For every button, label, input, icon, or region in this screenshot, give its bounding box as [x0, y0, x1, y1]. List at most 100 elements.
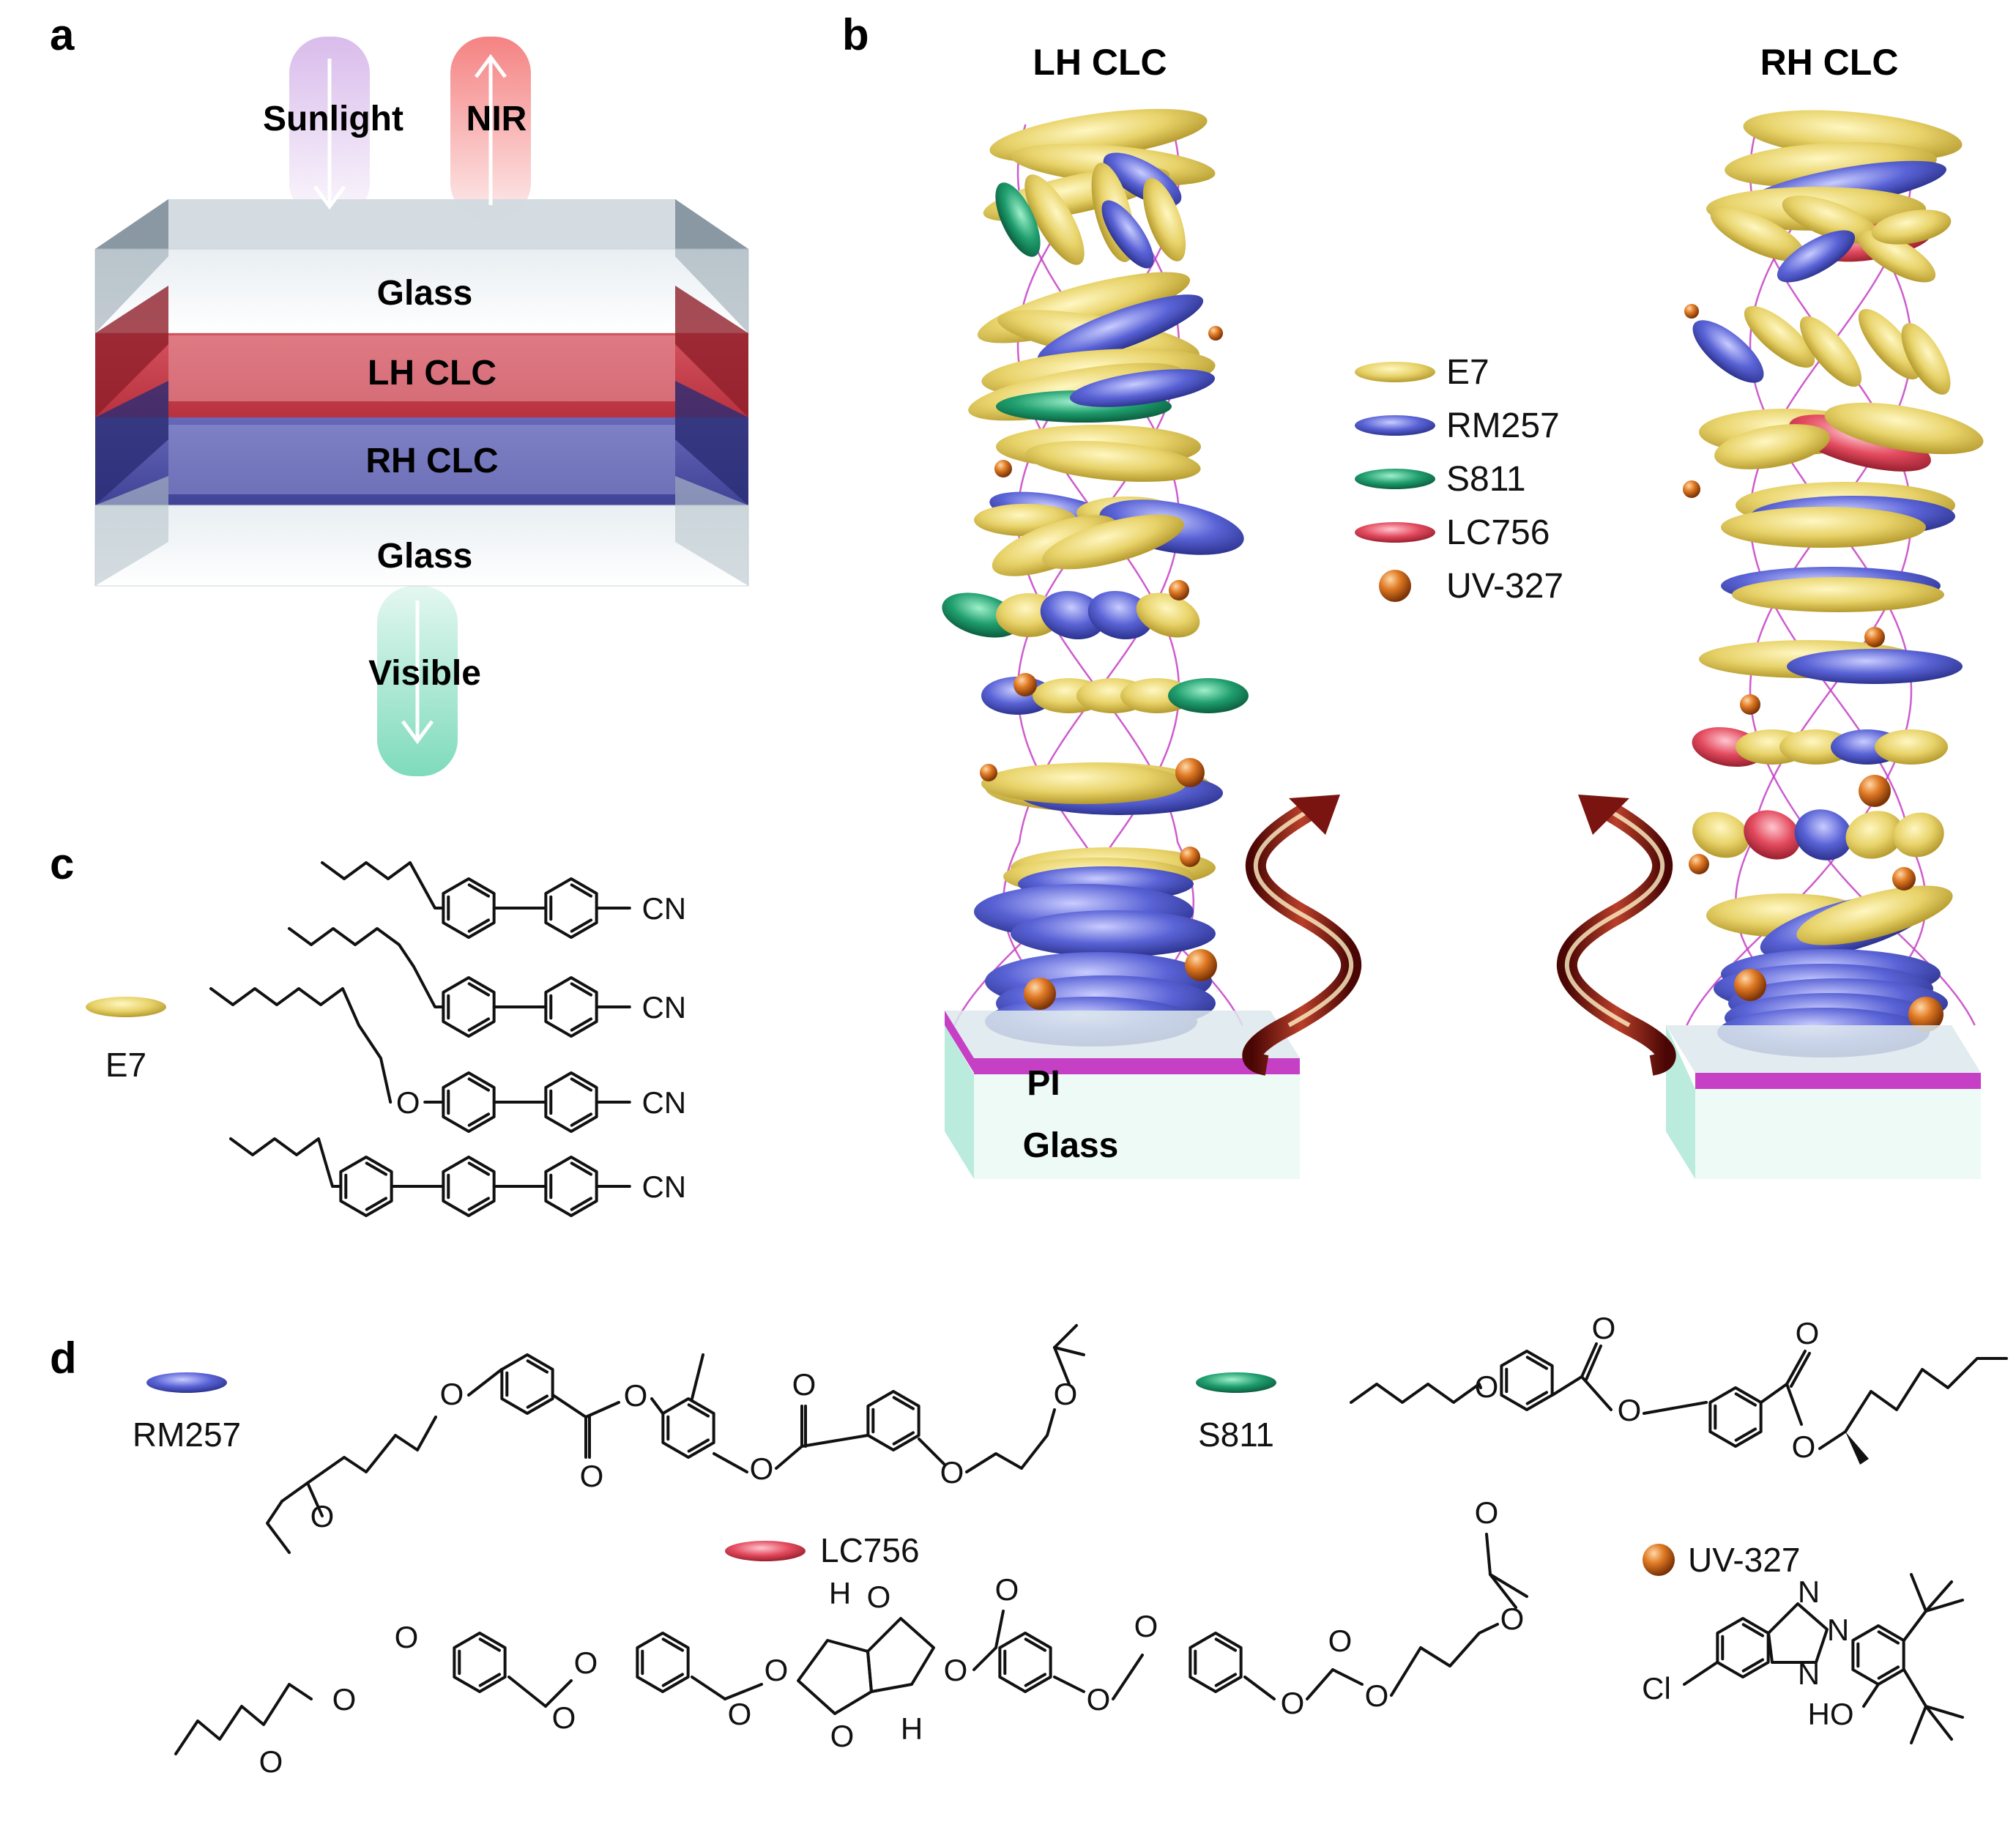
cn-group: CN [641, 891, 686, 926]
oxygen-atom: O [750, 1451, 774, 1486]
uv327-particle [1892, 867, 1916, 890]
uv327-particle [1740, 694, 1760, 715]
bond [1585, 1345, 1602, 1381]
bond-chain [280, 1416, 437, 1503]
bond [1112, 1654, 1144, 1700]
e7-mesogen [981, 763, 1186, 804]
ring-double-bond [687, 1403, 710, 1418]
rh-clc-title: RH CLC [1760, 42, 1899, 83]
nitrogen-atom: N [1827, 1613, 1849, 1647]
ring-double-bond [1214, 1637, 1238, 1652]
legend-label-e7: E7 [1446, 353, 1489, 392]
nir-label: NIR [466, 100, 527, 138]
benzene-ring [442, 976, 496, 1038]
e7-mesogen [1875, 729, 1948, 765]
bond [584, 1401, 620, 1418]
legend-swatch-s811 [1355, 469, 1435, 489]
benzene-ring [544, 976, 598, 1038]
bond [775, 1445, 803, 1470]
benzene-ring [442, 1071, 496, 1133]
ring-double-bond [570, 883, 593, 898]
uv327-icon [1643, 1544, 1675, 1576]
uv327-particle [1180, 847, 1200, 867]
rh-helix-arrow [1556, 795, 1676, 1076]
bond [1924, 1580, 1953, 1613]
layer-rh-clc: RH CLC [365, 442, 498, 480]
uv327-particle [1185, 949, 1217, 981]
benzene-ring [1716, 1617, 1770, 1678]
s811-mesogen-icon [1196, 1372, 1276, 1393]
isosorbide-ring [797, 1639, 873, 1715]
chlorine-atom: Cl [1642, 1671, 1671, 1706]
panel-label-a: a [50, 10, 75, 59]
bond [1862, 1683, 1880, 1708]
bond-chain [965, 1408, 1056, 1473]
legend-swatch-lc756 [1355, 522, 1435, 543]
oxygen-atom: O [1475, 1495, 1499, 1530]
uv327-particle [1169, 580, 1189, 600]
benzene-ring [544, 1156, 598, 1217]
bond [1924, 1705, 1964, 1719]
bond [306, 1481, 324, 1517]
hydrogen-atom: H [901, 1711, 923, 1746]
benzene-ring [1708, 1386, 1763, 1448]
oxygen-atom: O [830, 1719, 855, 1753]
e7-mesogen [1871, 209, 1952, 245]
ring-double-bond [526, 1394, 549, 1409]
ring-double-bond [892, 1431, 915, 1446]
layer-glass-top: Glass [377, 274, 473, 313]
rm257-mesogen [1037, 294, 1204, 365]
bond-chain [229, 1137, 343, 1188]
oxygen-atom: O [1475, 1369, 1499, 1404]
panel-a-device: Sunlight NIR Glass LH CLC RH CLC Glass V… [94, 37, 749, 776]
bond [507, 1676, 547, 1708]
e7-mesogen [1845, 811, 1904, 859]
bond [1785, 1350, 1807, 1386]
ring-double-bond [570, 1161, 593, 1176]
ring-double-bond [1024, 1637, 1047, 1652]
rm257-label: RM257 [133, 1416, 241, 1454]
bond [1306, 1668, 1334, 1700]
legend-swatch-rm257 [1355, 415, 1435, 436]
benzene-ring [339, 1156, 393, 1217]
nitrogen-atom: N [1798, 1574, 1820, 1609]
panel-label-b: b [842, 10, 869, 59]
bond-chain [288, 927, 445, 1008]
ring-double-bond [1741, 1658, 1765, 1673]
e7-mesogen [1858, 308, 1921, 380]
e7-mesogen [1779, 729, 1853, 765]
cn-group: CN [641, 1170, 686, 1204]
ring-double-bond [661, 1673, 685, 1687]
e7-mesogen [1732, 577, 1944, 612]
benzene-ring [442, 877, 496, 939]
e7-mesogen [1025, 441, 1201, 482]
bond [1924, 1599, 1964, 1613]
oxygen-atom: O [624, 1378, 648, 1413]
oxygen-atom: O [1087, 1682, 1111, 1717]
uv327-particle [1864, 627, 1885, 647]
bond [1053, 1346, 1085, 1356]
oxygen-atom: O [1592, 1311, 1616, 1345]
ring-double-bond [570, 1077, 593, 1092]
oxygen-atom: O [1365, 1678, 1389, 1713]
oxygen-atom: O [395, 1620, 419, 1654]
oxygen-atom: O [1796, 1316, 1820, 1350]
bond [1053, 1324, 1078, 1349]
oxygen-atom: O [867, 1580, 891, 1614]
oxygen-atom: O [552, 1700, 576, 1735]
oxygen-atom: O [765, 1653, 789, 1687]
benzene-ring [636, 1632, 690, 1693]
oxygen-atom: O [995, 1572, 1019, 1607]
bond [1053, 1676, 1085, 1693]
legend-swatch-e7 [1355, 362, 1435, 382]
bond [1489, 1573, 1517, 1609]
uv327-particle [980, 764, 997, 781]
uv327-particle [1175, 758, 1205, 787]
bond [713, 1452, 748, 1473]
panel-label-c: c [50, 839, 74, 888]
bond [972, 1646, 997, 1671]
ring-double-bond [467, 1017, 491, 1032]
ring-double-bond [570, 982, 593, 997]
